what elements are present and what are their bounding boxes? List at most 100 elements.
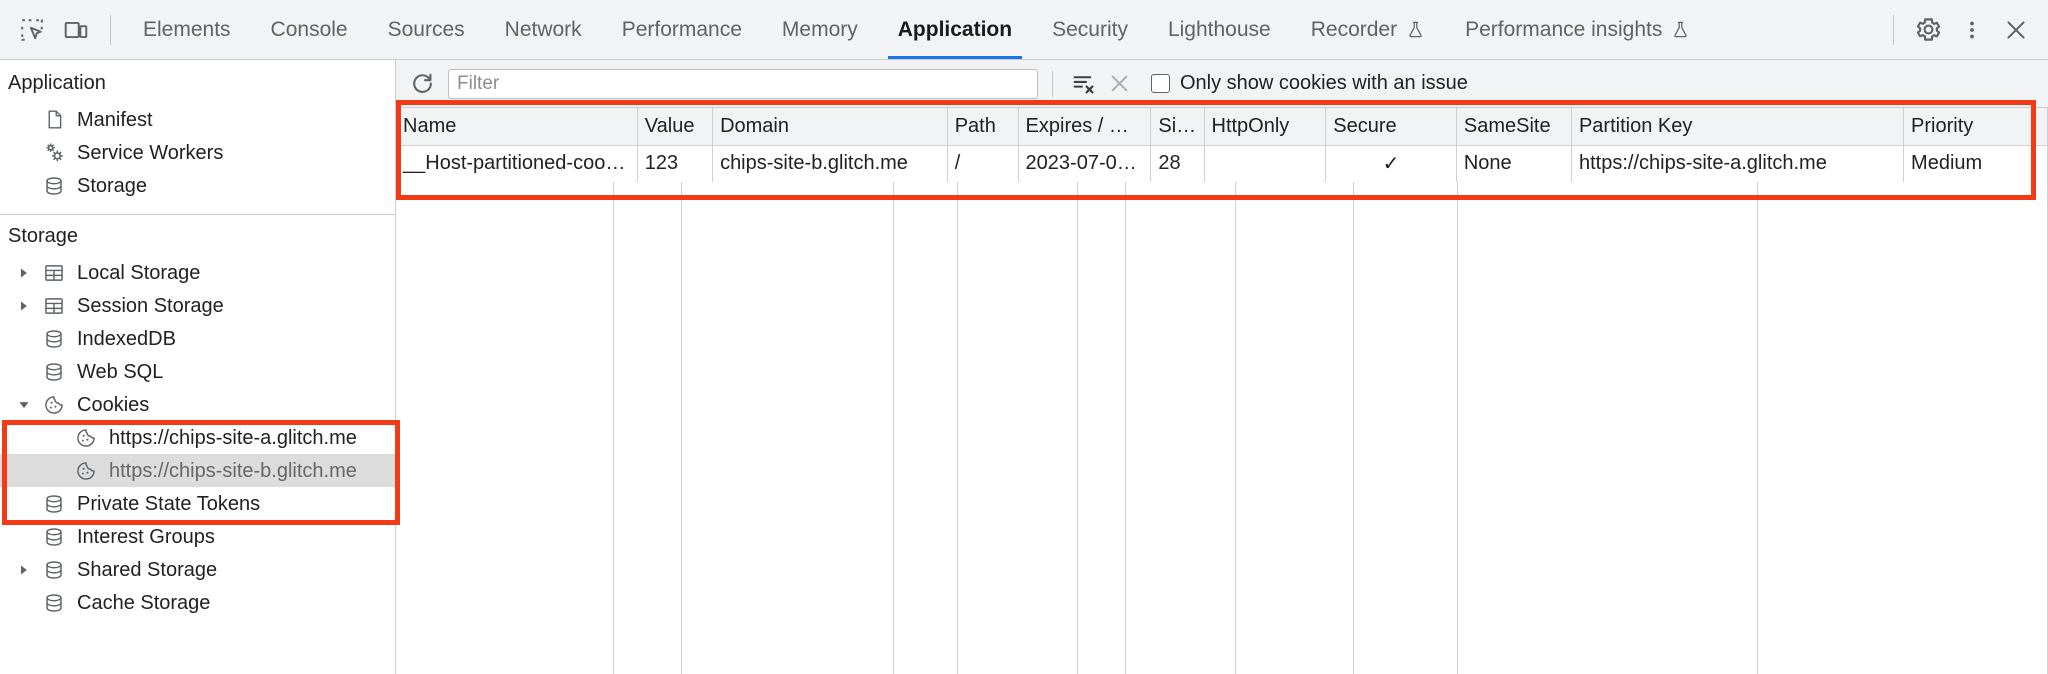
- sidebar-item-session-storage[interactable]: Session Storage: [0, 289, 395, 322]
- cell-value[interactable]: 123: [637, 145, 714, 182]
- gear-icon[interactable]: [1906, 8, 1950, 52]
- tree-indent-spacer: [18, 593, 40, 613]
- tab-label: Security: [1052, 17, 1128, 41]
- sidebar-item-local-storage[interactable]: Local Storage: [0, 256, 395, 289]
- empty-column-divider: [1354, 182, 1458, 674]
- cell-name[interactable]: __Host-partitioned-cookie: [396, 145, 638, 182]
- cell-domain[interactable]: chips-site-b.glitch.me: [712, 145, 948, 182]
- collapse-triangle-icon[interactable]: [18, 395, 40, 415]
- tree-indent-spacer: [18, 143, 40, 163]
- cookie-icon: [40, 394, 68, 416]
- database-icon: [40, 361, 68, 383]
- only-issues-checkbox-row[interactable]: Only show cookies with an issue: [1151, 72, 1468, 95]
- cell-path[interactable]: /: [947, 145, 1019, 182]
- only-issues-checkbox[interactable]: [1151, 74, 1170, 93]
- expand-triangle-icon[interactable]: [18, 296, 40, 316]
- cell-priority[interactable]: Medium: [1903, 145, 2048, 182]
- column-header-value[interactable]: Value: [637, 108, 714, 146]
- tab-application[interactable]: Application: [878, 0, 1032, 59]
- tab-console[interactable]: Console: [251, 0, 368, 59]
- database-icon: [40, 493, 68, 515]
- close-icon[interactable]: [1994, 8, 2038, 52]
- column-header-domain[interactable]: Domain: [712, 108, 948, 146]
- empty-column-divider: [1458, 182, 1758, 674]
- device-toolbar-icon[interactable]: [54, 8, 98, 52]
- tab-sources[interactable]: Sources: [368, 0, 485, 59]
- tab-lighthouse[interactable]: Lighthouse: [1148, 0, 1291, 59]
- sidebar-item-manifest[interactable]: Manifest: [0, 103, 395, 136]
- sidebar-item-shared-storage[interactable]: Shared Storage: [0, 553, 395, 586]
- inspect-element-icon[interactable]: [10, 8, 54, 52]
- database-icon: [40, 559, 68, 581]
- column-header-priority[interactable]: Priority: [1903, 108, 2048, 146]
- tab-label: Elements: [143, 17, 231, 41]
- sidebar-item-label: IndexedDB: [77, 327, 176, 350]
- expand-triangle-icon[interactable]: [18, 263, 40, 283]
- cell-httponly[interactable]: [1204, 145, 1327, 182]
- column-header-secure[interactable]: Secure: [1325, 108, 1457, 146]
- tab-security[interactable]: Security: [1032, 0, 1148, 59]
- cell-partition-key[interactable]: https://chips-site-a.glitch.me: [1571, 145, 1905, 182]
- sidebar-item-storage[interactable]: Storage: [0, 169, 395, 202]
- column-header-httponly[interactable]: HttpOnly: [1204, 108, 1327, 146]
- refresh-icon[interactable]: [404, 66, 440, 102]
- filterbar-divider: [1052, 70, 1053, 97]
- empty-column-divider: [614, 182, 682, 674]
- sidebar-item-https-chips-site-a-glitch-me[interactable]: https://chips-site-a.glitch.me: [0, 421, 395, 454]
- tab-performance[interactable]: Performance: [602, 0, 762, 59]
- clear-all-cookies-icon[interactable]: [1101, 66, 1137, 102]
- sidebar-item-https-chips-site-b-glitch-me[interactable]: https://chips-site-b.glitch.me: [0, 454, 395, 487]
- sidebar-item-web-sql[interactable]: Web SQL: [0, 355, 395, 388]
- tab-network[interactable]: Network: [485, 0, 602, 59]
- empty-column-divider: [1126, 182, 1236, 674]
- cookies-filter-toolbar: Only show cookies with an issue: [396, 60, 2048, 108]
- column-header-partition-key[interactable]: Partition Key: [1571, 108, 1905, 146]
- sidebar-item-label: Storage: [77, 174, 148, 197]
- cell-size[interactable]: 28: [1150, 145, 1205, 182]
- sidebar-item-service-workers[interactable]: Service Workers: [0, 136, 395, 169]
- cell-secure[interactable]: ✓: [1325, 145, 1457, 182]
- flask-icon: [1671, 20, 1690, 39]
- tree-indent-spacer: [18, 176, 40, 196]
- column-header-samesite[interactable]: SameSite: [1456, 108, 1572, 146]
- column-header-size[interactable]: Size: [1150, 108, 1205, 146]
- empty-column-divider: [894, 182, 958, 674]
- sidebar-item-label: https://chips-site-a.glitch.me: [109, 426, 357, 449]
- sidebar-heading-storage: Storage: [8, 225, 79, 247]
- tab-recorder[interactable]: Recorder: [1291, 0, 1445, 59]
- cell-samesite[interactable]: None: [1456, 145, 1572, 182]
- sidebar-item-indexeddb[interactable]: IndexedDB: [0, 322, 395, 355]
- column-header-path[interactable]: Path: [947, 108, 1019, 146]
- tab-performance-insights[interactable]: Performance insights: [1445, 0, 1710, 59]
- tree-indent-spacer: [50, 428, 72, 448]
- expand-triangle-icon[interactable]: [18, 560, 40, 580]
- tab-elements[interactable]: Elements: [123, 0, 251, 59]
- toolbar-divider-right: [1893, 14, 1894, 45]
- table-icon: [40, 295, 68, 317]
- toolbar-divider: [110, 14, 111, 45]
- clear-filtered-cookies-icon[interactable]: [1065, 66, 1101, 102]
- sidebar-item-private-state-tokens[interactable]: Private State Tokens: [0, 487, 395, 520]
- column-header-expires-m[interactable]: Expires / M…: [1018, 108, 1152, 146]
- sidebar-item-interest-groups[interactable]: Interest Groups: [0, 520, 395, 553]
- sidebar-item-label: Shared Storage: [77, 558, 218, 581]
- cell-expires[interactable]: 2023-07-07…: [1018, 145, 1152, 182]
- sidebar-item-cache-storage[interactable]: Cache Storage: [0, 586, 395, 619]
- column-header-name[interactable]: Name: [396, 108, 638, 146]
- sidebar-item-cookies[interactable]: Cookies: [0, 388, 395, 421]
- sidebar-item-label: Web SQL: [77, 360, 164, 383]
- kebab-menu-icon[interactable]: [1950, 8, 1994, 52]
- tab-memory[interactable]: Memory: [762, 0, 878, 59]
- only-issues-label: Only show cookies with an issue: [1180, 72, 1468, 94]
- search-input[interactable]: [448, 68, 1038, 99]
